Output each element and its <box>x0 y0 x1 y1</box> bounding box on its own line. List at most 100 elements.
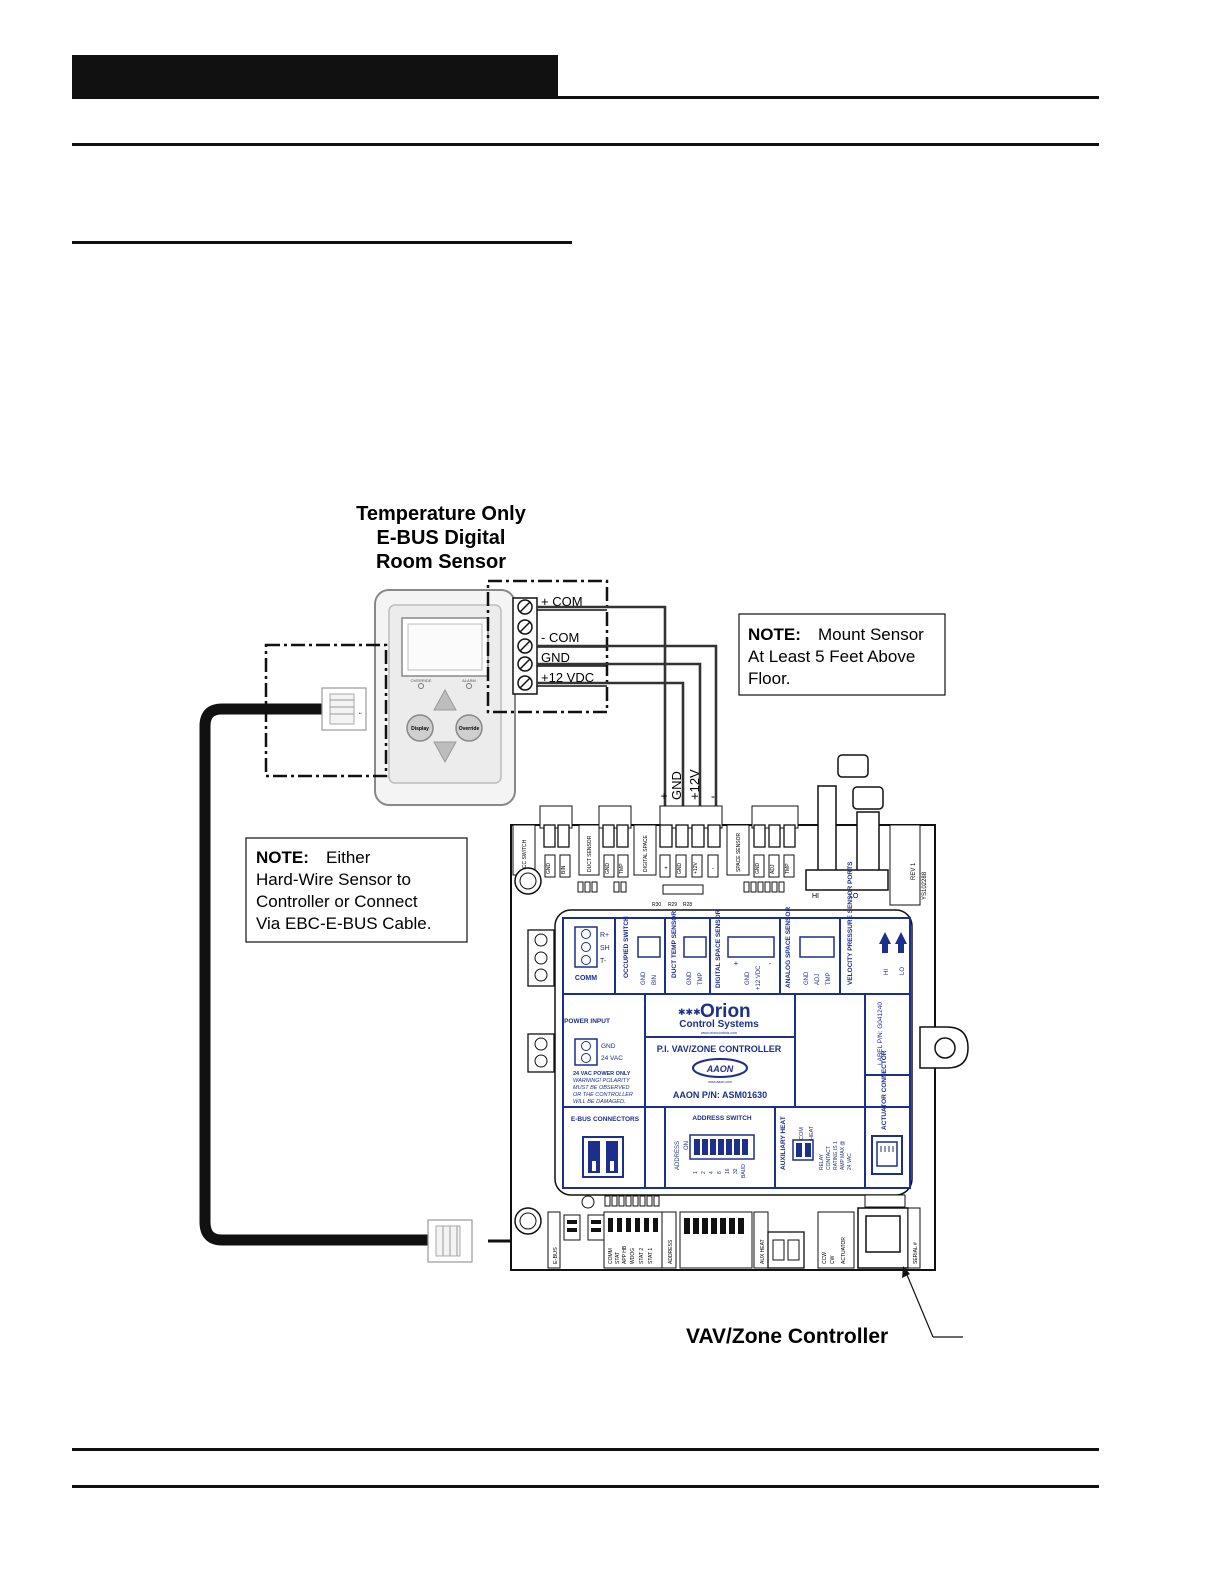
on-label: ON <box>684 1141 690 1150</box>
label-pn: LABEL P/N: G041240 <box>877 1002 884 1065</box>
ebus-cable <box>199 703 428 1246</box>
top-pin-tmp-1: TMP <box>619 863 625 874</box>
bottom-label-cw: CW <box>830 1255 836 1264</box>
relay-note-3: RATING IS 1 <box>833 1141 839 1170</box>
hardwire-wires <box>537 605 718 820</box>
bottom-label-aux-heat: AUX HEAT <box>760 1239 766 1264</box>
wire-label-12v: +12V <box>687 769 702 800</box>
analog-label: ANALOG SPACE SENSOR <box>785 907 792 988</box>
header-duct-sensor: DUCT SENSOR <box>587 835 593 872</box>
comm-pin-t: T- <box>600 958 607 965</box>
brand-url: www.orioncontrols.com <box>701 1031 737 1035</box>
rev-label: REV 1 <box>911 862 917 880</box>
footer-rule-bottom <box>72 1485 1099 1488</box>
note-wire-line-2: Hard-Wire Sensor to <box>256 870 411 889</box>
header-space-sensor: SPACE SENSOR <box>736 833 742 872</box>
part-number: AAON P/N: ASM01630 <box>673 1090 767 1100</box>
bottom-label-ebus: E-BUS <box>553 1247 559 1264</box>
digital-pin-minus: - <box>769 959 772 968</box>
ebus-connector-top: 1 <box>321 687 367 731</box>
address-value-2: 2 <box>701 1171 707 1174</box>
bottom-label-wdog: WDOG <box>630 1248 636 1264</box>
address-value-8: 8 <box>717 1171 723 1174</box>
connector-top-pins: 1 <box>358 712 363 715</box>
sensor-terminal-block <box>512 597 538 695</box>
duct-label: DUCT TEMP SENSOR <box>671 911 678 978</box>
note-wire-line-3: Controller or Connect <box>256 892 418 911</box>
room-sensor: OVERRIDE ALARM Display Override <box>374 589 516 806</box>
power-pin-24vac: 24 VAC <box>601 1055 623 1062</box>
power-label: POWER INPUT <box>564 1018 610 1025</box>
analog-pin-gnd: GND <box>804 971 810 985</box>
digital-pin-gnd: GND <box>745 971 751 985</box>
address-label: ADDRESS SWITCH <box>692 1115 752 1122</box>
header-bar <box>72 55 558 99</box>
header-rule <box>72 96 1099 99</box>
relay-note-5: 24 VAC <box>847 1153 853 1170</box>
alarm-led-icon <box>466 683 472 689</box>
product-label: P.I. VAV/ZONE CONTROLLER <box>657 1044 782 1054</box>
top-pin-tmp-2: TMP <box>785 863 791 874</box>
top-pin-gnd-2: GND <box>605 863 611 875</box>
brand-stars: ✱✱✱ <box>678 1007 701 1017</box>
note-wire-line-1: Either <box>326 848 371 867</box>
analog-pin-tmp: TMP <box>826 972 832 985</box>
lo-arrow-icon <box>895 932 907 944</box>
sensor-title-line-3: Room Sensor <box>376 551 506 573</box>
top-pin-minus: - <box>712 866 714 872</box>
display-button-label: Display <box>411 726 429 732</box>
vav-controller-board: GND BIN GND TMP + GND +12V - GND ADJ TMP… <box>510 754 969 1271</box>
terminal-gnd: GND <box>541 650 570 665</box>
wire-label-minus: - <box>711 789 715 803</box>
wire-label-plus: + <box>660 789 667 803</box>
aux-pin-heat: HEAT <box>809 1125 815 1140</box>
note-wire-box <box>245 837 468 943</box>
aaon-logo <box>692 1058 748 1078</box>
brand-sub: Control Systems <box>679 1019 759 1030</box>
note-mount-line-3: Floor. <box>748 669 791 688</box>
bottom-label-app-hb: APP HB <box>622 1245 628 1264</box>
note-mount-label: NOTE: <box>748 625 801 644</box>
actuator-label: ACTUATOR CONNECTOR <box>881 1050 888 1130</box>
wire-label-gnd: GND <box>669 771 684 800</box>
port-lo-label: LO <box>849 893 859 900</box>
alarm-led-label: ALARM <box>462 678 476 683</box>
top-pin-plus: + <box>664 866 668 872</box>
sub-label-r29: R29 <box>668 902 677 908</box>
aaon-label: AAON <box>706 1064 734 1074</box>
power-warning-2: WARNING! POLARITY <box>573 1078 630 1084</box>
note-mount-line-1: Mount Sensor <box>818 625 924 644</box>
ebus-connector-bottom <box>427 1219 473 1263</box>
controller-caption: VAV/Zone Controller <box>686 1325 888 1348</box>
analog-pin-adj: ADJ <box>815 974 821 985</box>
ebus-label: E-BUS CONNECTORS <box>571 1116 640 1123</box>
top-pin-adj: ADJ <box>770 864 776 874</box>
comm-pin-sh: SH <box>600 945 610 952</box>
comm-pin-r: R+ <box>600 932 609 939</box>
ys-label: YS102288 <box>922 871 928 900</box>
sub-label-r28: R28 <box>683 902 692 908</box>
port-hi-label: HI <box>812 893 819 900</box>
bottom-label-stat-2: STAT 2 <box>639 1248 645 1264</box>
sensor-title-line-1: Temperature Only <box>356 503 527 525</box>
note-wire-line-4: Via EBC-E-BUS Cable. <box>256 914 431 933</box>
bottom-label-ccw: CCW <box>822 1252 828 1264</box>
sensor-title-line-2: E-BUS Digital <box>377 527 506 549</box>
duct-pin-gnd: GND <box>687 971 693 985</box>
header-digital-space: DIGITAL SPACE <box>643 834 649 872</box>
terminal-plus-com: + COM <box>541 594 583 609</box>
address-value-16: 16 <box>725 1168 731 1174</box>
sub-label-r30: R30 <box>652 902 661 908</box>
power-warning-1: 24 VAC POWER ONLY <box>573 1071 631 1077</box>
power-warning-3: MUST BE OBSERVED <box>573 1085 629 1091</box>
address-side-label: ADDRESS <box>675 1141 681 1170</box>
aux-heat-label: AUXILIARY HEAT <box>780 1116 787 1170</box>
caption-arrow-icon <box>902 1266 910 1278</box>
digital-pin-plus: + <box>734 959 739 968</box>
relay-note-1: RELAY <box>819 1153 825 1170</box>
terminal-12vdc: +12 VDC <box>541 670 594 685</box>
brand-name: Orion <box>700 1001 751 1022</box>
display-button <box>406 714 434 742</box>
power-pin-gnd: GND <box>601 1043 616 1050</box>
